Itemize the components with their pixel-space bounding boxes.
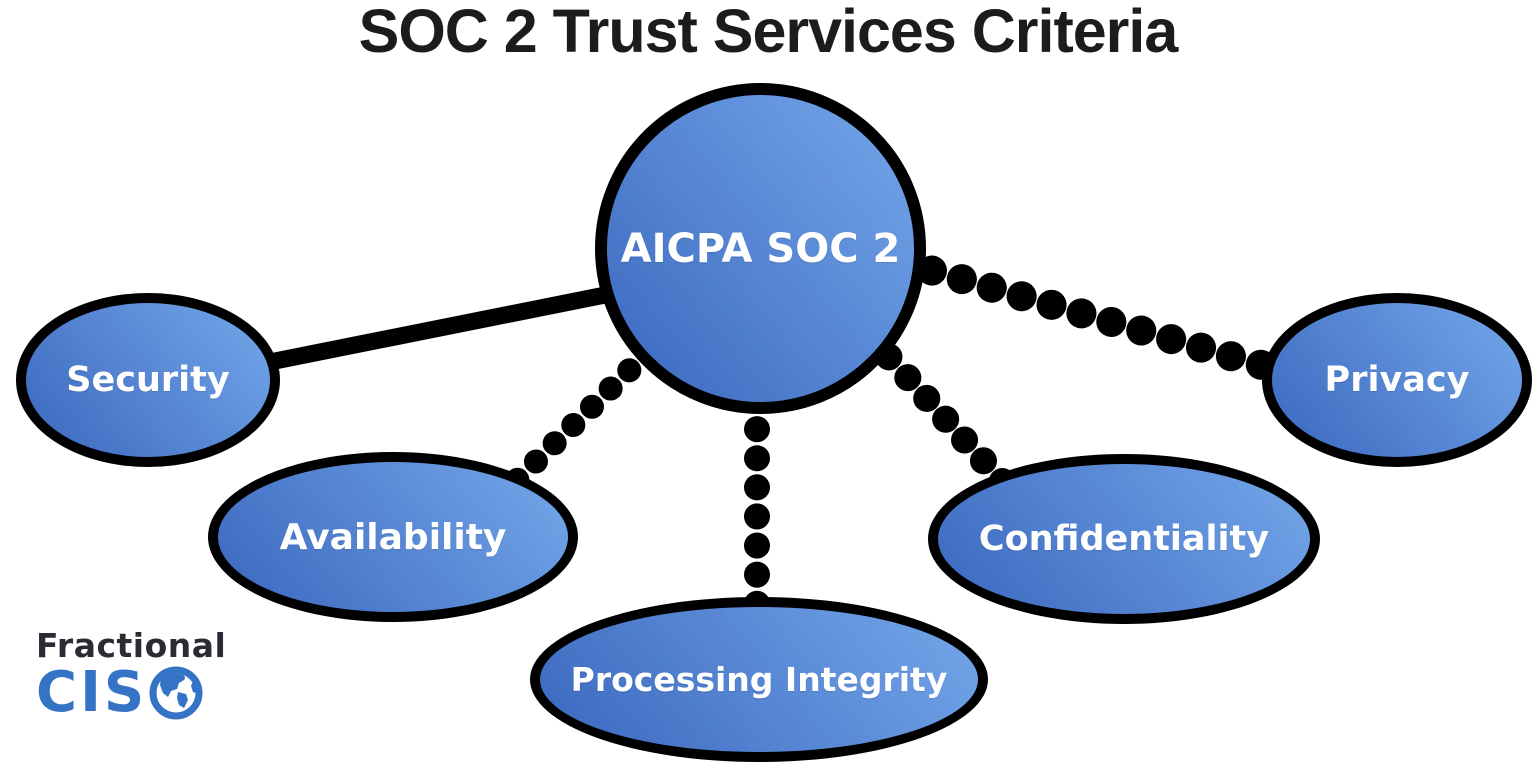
node-privacy-label: Privacy [1324,360,1470,400]
node-processing-integrity-label: Processing Integrity [570,660,948,699]
node-security-label: Security [66,360,230,400]
node-privacy: Privacy [1262,293,1532,467]
node-security: Security [16,293,280,467]
node-aicpa-soc2-label: AICPA SOC 2 [620,225,901,272]
connector-privacy-dotted-line [887,247,1315,391]
node-availability-label: Availability [279,516,507,558]
diagram-title: SOC 2 Trust Services Criteria [358,0,1179,65]
node-processing-integrity: Processing Integrity [530,597,988,762]
logo-fractional-text: Fractional [36,626,227,665]
node-confidentiality-label: Confidentiality [978,519,1270,559]
connector-availability-dotted-line [503,340,660,494]
node-confidentiality: Confidentiality [928,454,1320,624]
logo-cis-letters: CIS [36,660,148,725]
node-aicpa-soc2: AICPA SOC 2 [595,83,926,414]
connector-security-solid-line [231,279,649,377]
logo-ciso-text: CIS [36,665,226,721]
node-availability: Availability [208,452,578,622]
connector-confidentiality-dotted-line [856,322,1024,504]
globe-icon [149,666,203,720]
fractional-ciso-logo: Fractional CIS [36,629,226,721]
